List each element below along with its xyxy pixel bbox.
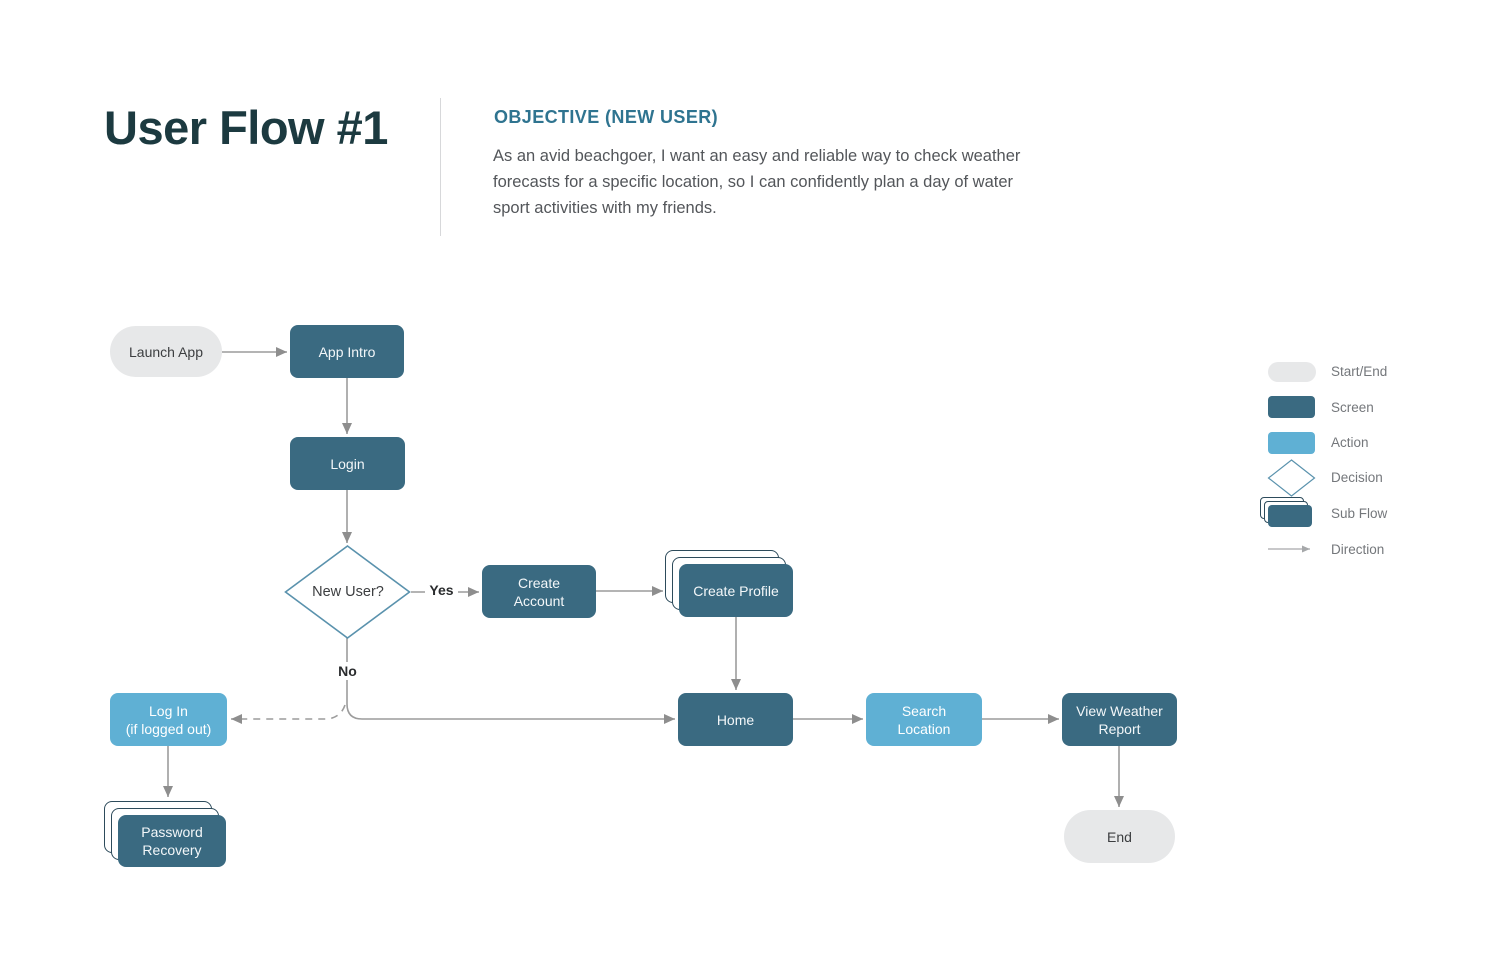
node-view-weather-report: View Weather Report [1062,693,1177,746]
legend-swatch-start-end [1268,362,1316,382]
node-end-label: End [1107,828,1132,845]
node-log-in-label-line1: Log In [149,702,188,719]
legend-swatch-screen [1268,396,1315,418]
node-password-recovery: Password Recovery [104,801,226,867]
node-home: Home [678,693,793,746]
legend-label-screen: Screen [1331,400,1374,415]
legend-label-decision: Decision [1331,470,1383,485]
objective-heading: OBJECTIVE (NEW USER) [494,107,719,127]
legend-label-sub-flow: Sub Flow [1331,506,1388,521]
node-new-user-decision: New User? [288,546,408,638]
node-launch-app-label: Launch App [129,343,203,360]
node-log-in-if-logged-out: Log In (if logged out) [110,693,227,746]
node-password-recovery-label-line1: Password [141,824,203,840]
node-search-location: Search Location [866,693,982,746]
node-view-weather-label-line2: Report [1098,720,1141,737]
node-launch-app: Launch App [110,326,222,377]
edge-label-no: No [333,662,362,680]
legend-label-action: Action [1331,435,1369,450]
legend-swatch-action [1268,432,1315,454]
node-end: End [1064,810,1175,863]
password-recovery-stack-card-front [118,815,226,867]
node-create-profile: Create Profile [665,550,793,617]
header-divider [440,98,441,236]
edge-label-yes: Yes [425,581,458,599]
edge-decision-home-no [346,638,675,724]
node-create-account-label-line2: Account [513,592,565,609]
node-view-weather-label-line1: View Weather [1076,702,1163,719]
page-title: User Flow #1 [104,101,388,154]
node-app-intro: App Intro [290,325,404,378]
node-log-in-label-line2: (if logged out) [125,720,212,737]
node-login: Login [290,437,405,490]
node-create-account-label-line1: Create [517,574,561,591]
objective-body: As an avid beachgoer, I want an easy and… [493,147,1021,217]
node-new-user-label: New User? [312,584,384,600]
legend-label-start-end: Start/End [1331,364,1388,379]
node-app-intro-label: App Intro [318,343,376,360]
legend-subflow-card-front [1268,505,1312,527]
create-profile-stack-card-front [679,564,793,617]
node-search-location-label-line2: Location [897,720,951,737]
node-password-recovery-label-line2: Recovery [142,842,202,858]
legend-decision-shape [1267,459,1316,497]
node-home-label: Home [716,711,755,728]
node-login-label: Login [330,455,365,472]
edge-home-return-login [231,704,346,724]
node-search-location-label-line1: Search [901,702,947,719]
node-create-profile-label: Create Profile [693,582,779,599]
legend-label-direction: Direction [1331,542,1385,557]
node-create-account: Create Account [482,565,596,618]
legend-swatch-sub-flow [1260,497,1312,527]
